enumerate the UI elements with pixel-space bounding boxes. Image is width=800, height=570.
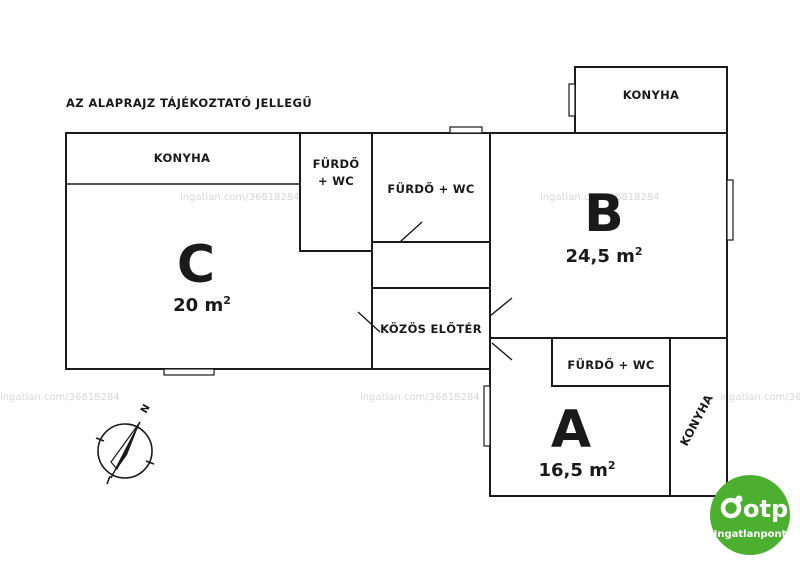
otp-logo-ring-icon [720,497,742,519]
otp-logo: otp Ingatlanpont [710,475,790,555]
room-label-mid-bath: FÜRDŐ + WC [387,181,474,196]
door-swing [489,297,513,317]
room-label-c-kitchen: KONYHA [154,151,210,165]
door-swing [399,221,423,243]
room-label-c-bath: FÜRDŐ [313,156,360,171]
otp-logo-text: otp [743,495,788,523]
watermark: ingatlan.com/36818284 [180,192,300,203]
window [163,368,215,376]
apartment-area-c: 20 m2 [173,294,231,316]
room-label-b-kitchen: KONYHA [623,88,679,102]
apartment-letter-c: C [177,235,215,295]
room-label-a-kitchen: KONYHA [677,392,716,448]
watermark: ingatlan.com/36818284 [360,392,480,403]
otp-logo-subtitle: Ingatlanpont [714,529,787,540]
door-swing [357,311,381,333]
room-label-a-bath: FÜRDŐ + WC [567,357,654,372]
room-label-c-bath-wc: + WC [318,174,354,188]
watermark: ingatlan.com/36818284 [0,392,120,403]
apartment-letter-a: A [551,400,591,460]
watermark: ingatlan.com/36818284 [720,392,800,403]
apartment-area-a: 16,5 m2 [538,459,615,481]
disclaimer-note: AZ ALAPRAJZ TÁJÉKOZTATÓ JELLEGŰ [66,95,312,110]
window [726,179,734,241]
apartment-letter-b: B [584,184,624,244]
door-swing [491,342,513,361]
window [568,83,576,117]
compass-north-label: N [139,403,153,416]
apartment-area-b: 24,5 m2 [565,245,642,267]
room-label-common-hallway: KÖZÖS ELŐTÉR [380,321,482,336]
watermark: ingatlan.com/36818284 [540,192,660,203]
otp-logo-dot-icon [735,495,743,503]
window [483,385,491,447]
compass-icon: N [95,403,155,485]
window [449,126,483,134]
c-bathroom-outline [299,132,373,252]
otp-logo-badge [710,475,790,555]
